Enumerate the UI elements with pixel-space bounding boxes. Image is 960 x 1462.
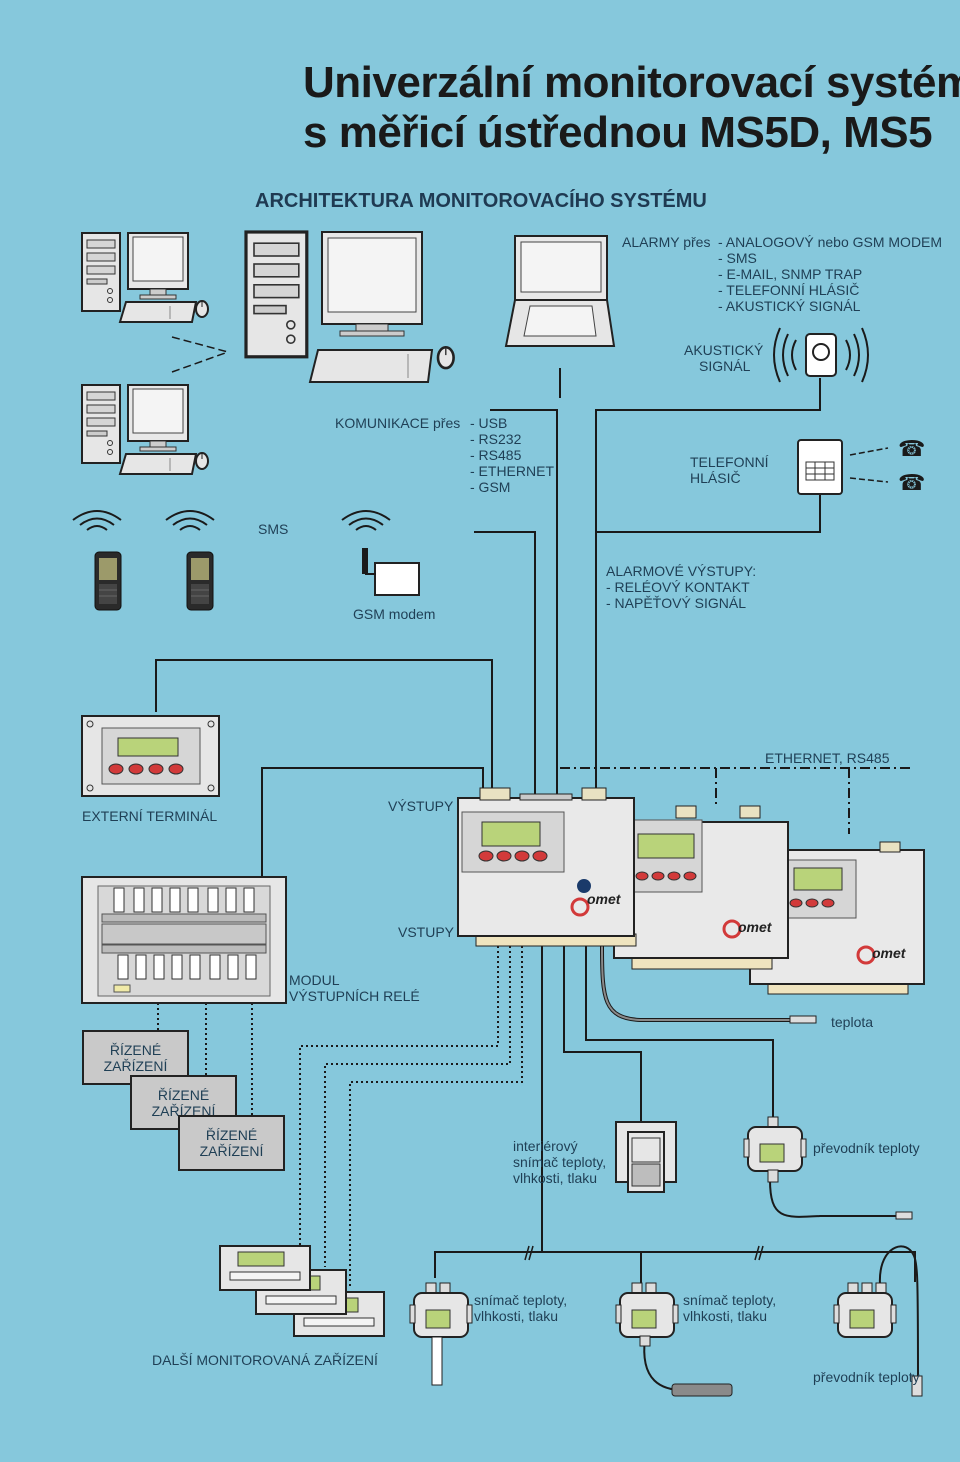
svg-text:omet: omet: [738, 919, 773, 935]
controlled-device-label: ŘÍZENÉ: [157, 1087, 210, 1103]
alarms-label: ALARMY přes: [622, 234, 711, 250]
mobile-phone-icon: [94, 551, 122, 611]
alarm-item: - AKUSTICKÝ SIGNÁL: [718, 298, 861, 314]
outputs-label: VÝSTUPY: [388, 798, 454, 814]
relay-module-label: MODUL: [289, 972, 340, 988]
controlled-device-box: ŘÍZENÉ ZAŘÍZENÍ: [178, 1115, 285, 1171]
sensor-2-label: vlhkosti, tlaku: [683, 1308, 768, 1324]
alarm-outputs-label: ALARMOVÉ VÝSTUPY:: [606, 563, 757, 579]
controlled-device-label: ŘÍZENÉ: [109, 1042, 162, 1058]
external-terminal-label: EXTERNÍ TERMINÁL: [82, 808, 218, 824]
alarm-item: - TELEFONNÍ HLÁSIČ: [718, 282, 860, 298]
communication-item: - ETHERNET: [470, 463, 554, 479]
server-pc-icon: [244, 230, 309, 359]
phone-dialer-label: TELEFONNÍ: [690, 454, 769, 470]
external-terminal-icon: [81, 715, 220, 797]
controlled-device-label: ŘÍZENÉ: [205, 1127, 258, 1143]
alarm-item: - E-MAIL, SNMP TRAP: [718, 266, 863, 282]
sensor-1-label: snímač teploty,: [474, 1292, 568, 1308]
temp-converter-label: převodník teploty: [813, 1140, 920, 1156]
pc-2-icon: [81, 384, 121, 464]
controlled-device-label: ZAŘÍZENÍ: [103, 1058, 168, 1074]
communication-item: - USB: [470, 415, 508, 431]
sensor-1-icon: [409, 1282, 473, 1386]
interior-sensor-label: vlhkosti, tlaku: [513, 1170, 598, 1186]
acoustic-signal-label: SIGNÁL: [699, 358, 751, 374]
telephone-icon: ☎ ☎: [898, 437, 925, 496]
controlled-device-label: ZAŘÍZENÍ: [199, 1143, 264, 1159]
alarm-item: - SMS: [718, 250, 757, 266]
svg-text:☎: ☎: [898, 437, 925, 462]
alarm-output-item: - RELÉOVÝ KONTAKT: [606, 579, 750, 595]
interior-sensor-label: snímač teploty,: [513, 1154, 607, 1170]
title-line-1: Univerzální monitorovací systém: [303, 58, 960, 107]
communication-item: - GSM: [470, 479, 511, 495]
other-devices-label: DALŠÍ MONITOROVANÁ ZAŘÍZENÍ: [152, 1352, 378, 1368]
ethernet-label: ETHERNET, RS485: [765, 750, 890, 766]
phone-dialer-label: HLÁSIČ: [690, 470, 741, 486]
controlled-device-box: ŘÍZENÉ ZAŘÍZENÍ: [82, 1030, 189, 1085]
relay-module-icon: [81, 876, 287, 1004]
inputs-label: VSTUPY: [398, 924, 455, 940]
title-line-2: s měřicí ústřednou MS5D, MS5: [303, 108, 933, 157]
other-monitored-devices-icon: [219, 1245, 385, 1337]
temperature-label: teplota: [831, 1014, 874, 1030]
sensor-2-label: snímač teploty,: [683, 1292, 777, 1308]
siren-icon: [805, 333, 837, 377]
communication-label: KOMUNIKACE přes: [335, 415, 461, 431]
relay-module-label: VÝSTUPNÍCH RELÉ: [289, 988, 420, 1004]
alarm-output-item: - NAPĚŤOVÝ SIGNÁL: [606, 595, 747, 611]
sensor-2-icon: [615, 1282, 679, 1347]
sensor-1-label: vlhkosti, tlaku: [474, 1308, 559, 1324]
sms-label: SMS: [258, 521, 289, 537]
svg-text:omet: omet: [587, 891, 622, 907]
gsm-modem-label: GSM modem: [353, 606, 436, 622]
temp-converter-icon: [743, 1116, 807, 1183]
pc-1-icon: [81, 232, 121, 312]
temp-converter-2-label: převodník teploty: [813, 1369, 920, 1385]
mobile-phone-icon: [186, 551, 214, 611]
logger-unit-main: omet: [457, 787, 637, 947]
temp-converter-2-icon: [833, 1282, 897, 1338]
acoustic-signal-label: AKUSTICKÝ: [684, 342, 764, 358]
interior-sensor-icon: [615, 1121, 677, 1193]
subtitle: ARCHITEKTURA MONITOROVACÍHO SYSTÉMU: [255, 190, 707, 212]
communication-item: - RS232: [470, 431, 522, 447]
gsm-modem-icon: [374, 562, 420, 596]
communication-item: - RS485: [470, 447, 522, 463]
svg-text:☎: ☎: [898, 471, 925, 496]
alarm-item: - ANALOGOVÝ nebo GSM MODEM: [718, 234, 943, 250]
svg-text:omet: omet: [872, 945, 907, 961]
interior-sensor-label: interiérový: [513, 1138, 578, 1154]
logger-unit-2: omet: [613, 805, 789, 970]
